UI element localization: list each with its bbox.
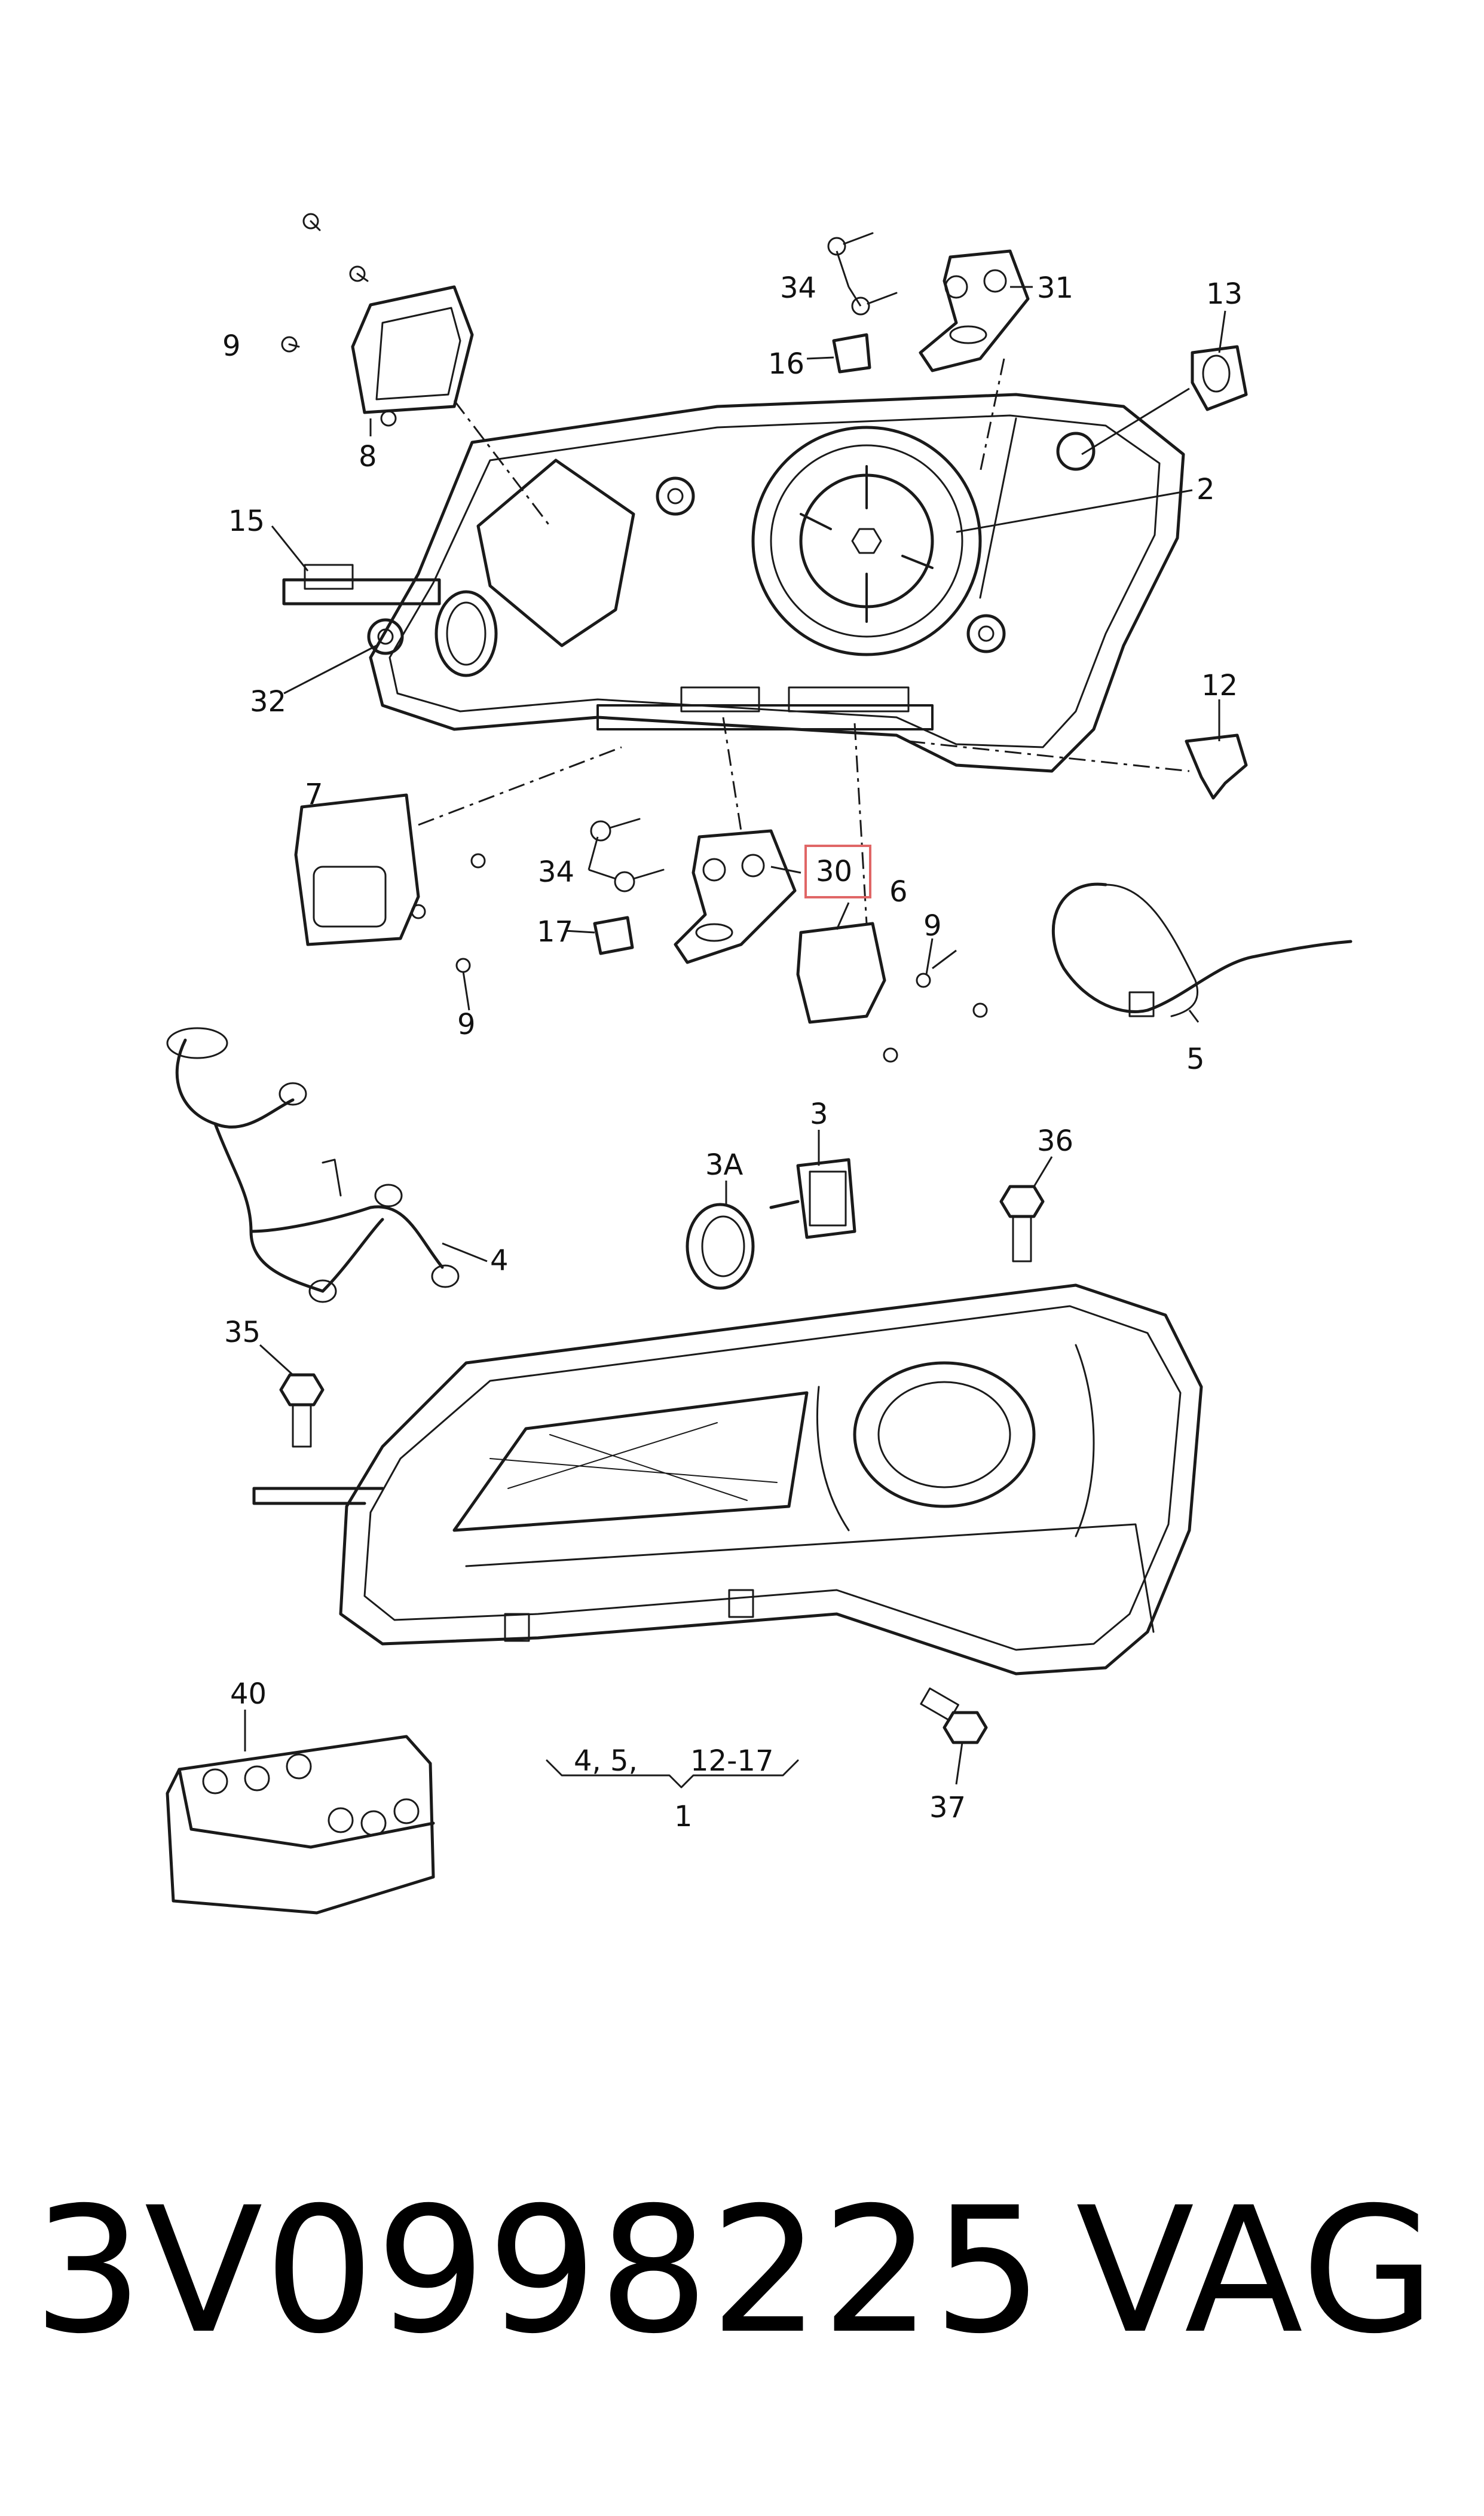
- wiring-5: [1051, 882, 1353, 1017]
- label-30: 30: [816, 855, 852, 888]
- label-15: 15: [228, 505, 265, 538]
- bracket-30: [674, 829, 797, 964]
- guide-lines: [418, 358, 1190, 924]
- label-group-right: 12-17: [690, 1744, 773, 1778]
- label-40: 40: [230, 1677, 267, 1711]
- group-bracket: [546, 1759, 799, 1789]
- bolt-37: [920, 1687, 988, 1744]
- label-31: 31: [1037, 271, 1073, 305]
- screws-34-middle: [590, 818, 665, 892]
- label-4: 4: [490, 1244, 509, 1277]
- label-2: 2: [1197, 473, 1215, 506]
- wiring-4: [166, 1027, 460, 1303]
- ballast-7: [294, 793, 420, 946]
- label-7: 7: [305, 778, 323, 811]
- highlight-box-30: [804, 845, 871, 898]
- bracket-15: [282, 564, 441, 606]
- label-8: 8: [359, 440, 377, 473]
- label-36: 36: [1037, 1124, 1073, 1158]
- label-group-left: 4, 5,: [574, 1744, 638, 1778]
- control-unit-8: [351, 285, 474, 427]
- part-12: [1185, 733, 1248, 800]
- label-5: 5: [1186, 1043, 1205, 1076]
- label-9-left: 9: [457, 1008, 476, 1041]
- part-32: [367, 618, 404, 655]
- label-34-middle: 34: [538, 855, 574, 889]
- bolt-36: [999, 1185, 1045, 1262]
- leader-lines: [244, 250, 1226, 1785]
- label-12: 12: [1201, 669, 1238, 702]
- label-34-top: 34: [780, 271, 816, 305]
- bulb-3: [769, 1158, 856, 1239]
- headlight-assembly: [252, 1283, 1203, 1676]
- label-13: 13: [1206, 277, 1243, 311]
- module-6: [796, 922, 886, 1024]
- label-9-top: 9: [222, 329, 241, 363]
- retaining-ring-3a: [686, 1203, 755, 1290]
- label-17: 17: [537, 915, 573, 949]
- part-number: 3V0998225: [33, 2170, 1045, 2372]
- clip-17: [593, 916, 634, 955]
- connector-13: [1191, 345, 1248, 411]
- label-3a: 3A: [705, 1148, 743, 1182]
- screws-34-top: [827, 232, 898, 316]
- repair-kit-40: [166, 1735, 435, 1915]
- label-1: 1: [674, 1800, 693, 1833]
- brand-name: VAG: [1076, 2170, 1437, 2372]
- small-screws-middle: [411, 853, 988, 1063]
- label-3: 3: [810, 1097, 828, 1131]
- label-9-right: 9: [923, 909, 942, 943]
- bolt-35: [279, 1373, 325, 1448]
- headlight-housing: [369, 393, 1185, 773]
- label-37: 37: [929, 1791, 966, 1824]
- label-16: 16: [768, 347, 804, 381]
- clip-16: [832, 333, 871, 374]
- label-6: 6: [889, 875, 908, 909]
- bracket-31: [919, 249, 1030, 372]
- screw-group-top-left: [281, 213, 369, 353]
- label-35: 35: [224, 1316, 261, 1349]
- label-32: 32: [250, 685, 286, 719]
